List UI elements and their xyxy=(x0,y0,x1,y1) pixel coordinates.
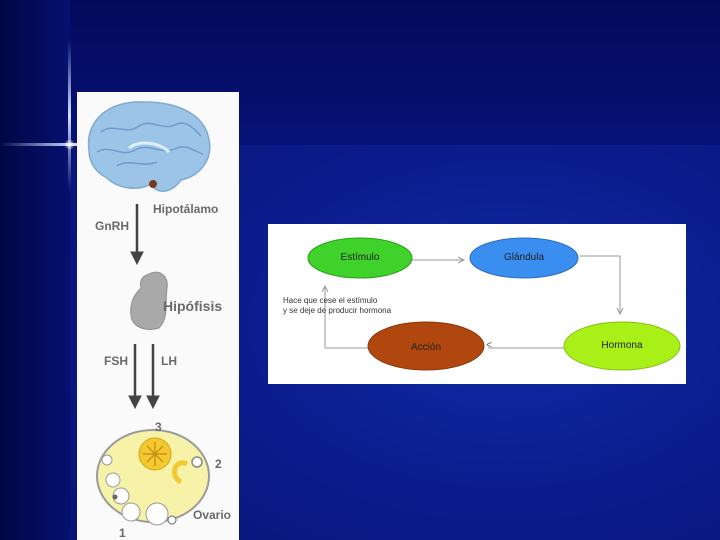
ovary-icon xyxy=(96,429,210,526)
hypothalamus-marker xyxy=(149,180,157,188)
number-3-label: 3 xyxy=(155,420,162,434)
action-node xyxy=(367,321,485,371)
gland-label: Glándula xyxy=(503,252,545,263)
sparkle-vertical xyxy=(68,40,71,190)
left-band xyxy=(0,0,70,540)
hormone-axis-panel: Hipotálamo GnRH Hipófisis FSH LH 3 2 1 O… xyxy=(77,92,239,540)
feedback-cycle-panel: Estímulo Glándula Hormona Acción Hace qu… xyxy=(268,224,686,384)
lh-arrow xyxy=(146,344,160,410)
stimulus-node xyxy=(307,237,413,279)
ovum-icon xyxy=(191,456,203,468)
gnrh-label: GnRH xyxy=(95,219,129,233)
feedback-note-line1: Hace que cese el estímulo xyxy=(283,296,378,305)
number-1-label: 1 xyxy=(119,526,126,540)
feedback-cycle-diagram xyxy=(307,237,681,371)
action-label: Acción xyxy=(410,342,441,353)
lh-label: LH xyxy=(161,354,177,368)
hypothalamus-label: Hipotálamo xyxy=(153,202,219,216)
hormone-axis-illustration xyxy=(87,101,211,526)
gland-node xyxy=(469,237,579,279)
gnrh-arrow xyxy=(130,204,144,266)
sparkle-center xyxy=(64,139,75,150)
pituitary-label: Hipófisis xyxy=(163,298,223,314)
arrow-glyph: < xyxy=(486,340,492,351)
number-2-label: 2 xyxy=(215,457,222,471)
ovary-label: Ovario xyxy=(193,508,232,522)
pituitary-icon xyxy=(130,271,168,330)
fsh-label: FSH xyxy=(104,354,128,368)
feedback-note-line2: y se deje de producir hormona xyxy=(283,306,392,315)
hormone-label: Hormona xyxy=(601,340,643,351)
fsh-arrow xyxy=(128,344,142,410)
hormone-node xyxy=(563,321,681,371)
sparkle-horizontal xyxy=(0,143,150,146)
stimulus-label: Estímulo xyxy=(340,252,380,263)
brain-icon xyxy=(87,101,211,192)
